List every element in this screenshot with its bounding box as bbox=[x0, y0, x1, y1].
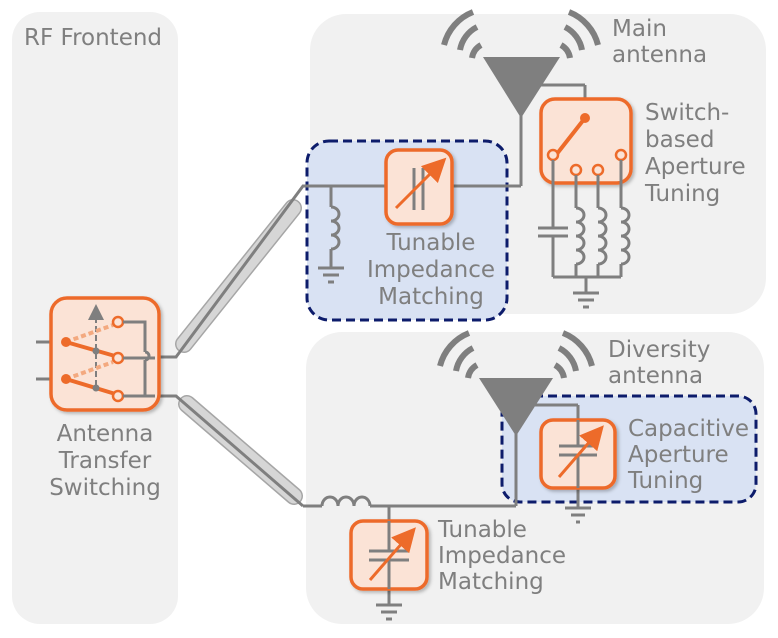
coax-cable-main bbox=[155, 184, 307, 359]
dual-switch-icon bbox=[61, 304, 155, 403]
main-antenna-label-1: Main bbox=[612, 16, 667, 42]
switch-icon bbox=[546, 113, 628, 177]
switch-aperture-label-4: Tuning bbox=[644, 181, 720, 207]
shunt-inductor-icon bbox=[318, 186, 344, 284]
aperture-tuning-network bbox=[538, 160, 631, 309]
switch-aperture-label-1: Switch- bbox=[645, 100, 729, 126]
variable-capacitor-icon bbox=[394, 157, 447, 210]
switch-aperture-tuning-component[interactable] bbox=[539, 97, 633, 185]
diversity-antenna-icon bbox=[437, 330, 595, 506]
capacitive-aperture-label-1: Capacitive bbox=[628, 416, 749, 442]
capacitive-aperture-component[interactable] bbox=[539, 418, 617, 490]
main-impedance-matching-component[interactable] bbox=[384, 148, 454, 226]
coax-cable-diversity bbox=[155, 394, 304, 508]
switch-aperture-label-3: Aperture bbox=[645, 154, 746, 180]
series-inductor-icon bbox=[303, 495, 516, 508]
diversity-antenna-label-2: antenna bbox=[608, 363, 703, 389]
main-impedance-label-3: Matching bbox=[378, 284, 484, 310]
capacitive-aperture-label-3: Tuning bbox=[627, 468, 703, 494]
main-impedance-label-1: Tunable bbox=[386, 230, 476, 256]
main-antenna-icon bbox=[441, 9, 601, 186]
diversity-impedance-label-1: Tunable bbox=[437, 517, 527, 543]
main-impedance-label-2: Impedance bbox=[367, 257, 495, 283]
ats-label-1: Antenna bbox=[57, 421, 154, 447]
antenna-transfer-switch-component[interactable] bbox=[49, 296, 161, 412]
diversity-antenna-label-1: Diversity bbox=[608, 337, 710, 363]
variable-capacitor-icon bbox=[368, 521, 416, 589]
variable-capacitor-icon bbox=[557, 420, 604, 488]
diversity-impedance-label-3: Matching bbox=[438, 569, 544, 595]
diversity-impedance-label-2: Impedance bbox=[438, 543, 566, 569]
main-antenna-label-2: antenna bbox=[612, 42, 707, 68]
switch-aperture-label-2: based bbox=[645, 127, 714, 153]
capacitive-aperture-label-2: Aperture bbox=[628, 442, 729, 468]
diversity-impedance-matching-component[interactable] bbox=[349, 519, 429, 591]
ats-label-2: Transfer bbox=[58, 448, 152, 474]
rf-frontend-title: RF Frontend bbox=[24, 25, 162, 51]
ats-label-3: Switching bbox=[49, 475, 161, 501]
